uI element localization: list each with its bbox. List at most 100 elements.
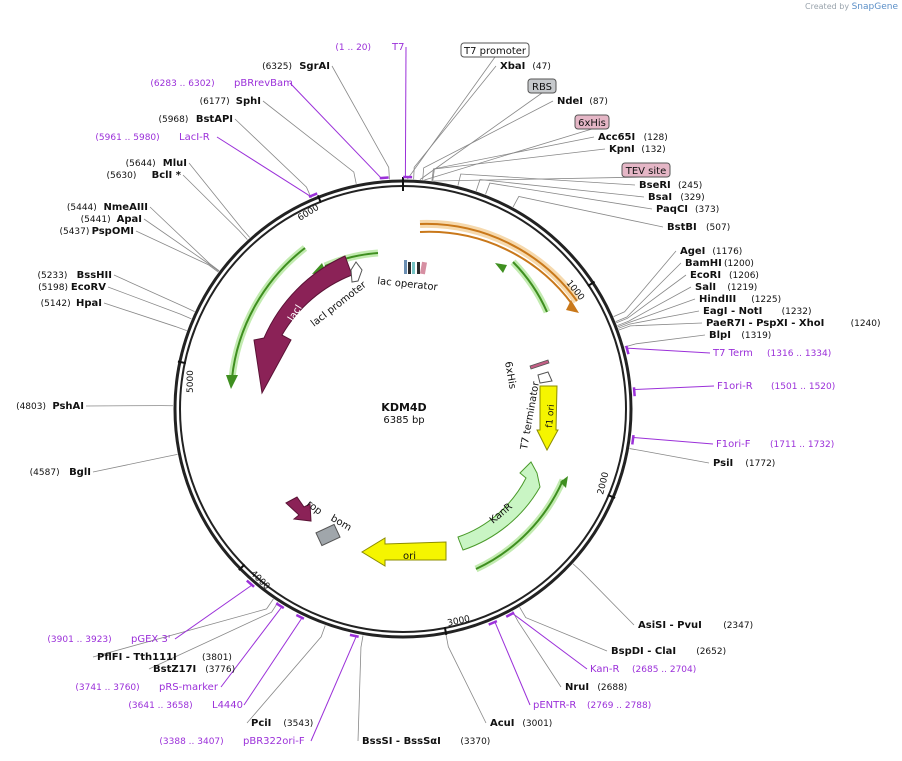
enzyme-agei[interactable]: AgeI(1176)	[680, 246, 742, 257]
enzyme-position: (4587)	[30, 468, 60, 478]
enzyme-asisi-pvui[interactable]: AsiSI - PvuI(2347)	[638, 620, 753, 631]
primer-f1ori-f[interactable]: (1711 .. 1732)F1ori-F	[716, 439, 834, 450]
enzyme-position: (5644)	[126, 159, 156, 169]
enzyme-bgli[interactable]: BglI (4587)	[30, 467, 91, 478]
enzyme-sphi[interactable]: SphI(6177)	[200, 96, 261, 107]
enzyme-ndei[interactable]: NdeI(87)	[557, 96, 608, 107]
primer-name: L4440	[212, 700, 243, 711]
enzyme-bstapi[interactable]: BstAPI(5968)	[158, 114, 233, 125]
primer-laci-r[interactable]: (5961 .. 5980)LacI-R	[95, 132, 209, 143]
enzyme-leader-blpi	[624, 334, 706, 348]
enzyme-bsai[interactable]: BsaI(329)	[648, 192, 705, 203]
ruler-tick-1000	[587, 280, 596, 287]
enzyme-sali[interactable]: SalI(1219)	[695, 282, 757, 293]
primer-range: (3641 .. 3658)	[128, 701, 192, 711]
enzyme-position: (1176)	[712, 247, 742, 257]
f1-ori-arrow[interactable]	[536, 385, 559, 452]
enzyme-leader-ecori	[616, 274, 687, 324]
enzyme-position: (1319)	[741, 331, 771, 341]
primer-pentr-r[interactable]: (2769 .. 2788) pENTR-R	[533, 700, 651, 711]
primer-range: (3388 .. 3407)	[159, 737, 223, 747]
boxed-feature-leader-6xhis	[424, 128, 593, 181]
enzyme-leader-bsshii	[113, 274, 195, 312]
enzyme-pflfi-tth111i[interactable]: PflFI - Tth111I(3801)	[97, 652, 232, 663]
plasmid-name: KDM4D	[381, 401, 426, 414]
primer-leader-pbr322ori-f	[310, 635, 358, 742]
enzyme-paqci[interactable]: PaqCI(373)	[656, 204, 719, 215]
kanr-arrow[interactable]	[457, 461, 541, 551]
enzyme-bamhi[interactable]: BamHI(1200)	[685, 258, 754, 269]
enzyme-eagi-noti[interactable]: EagI - NotI(1232)	[703, 306, 812, 317]
enzyme-name: BamHI	[685, 258, 722, 269]
primer-l4440[interactable]: (3641 .. 3658) L4440	[128, 700, 243, 711]
enzyme-kpni[interactable]: KpnI(132)	[609, 144, 666, 155]
snapgene-credit: Created by SnapGene	[805, 2, 898, 12]
enzyme-xbai[interactable]: XbaI(47)	[500, 61, 551, 72]
primer-pgex-3[interactable]: (3901 .. 3923)pGEX 3'	[47, 634, 170, 645]
enzyme-pspomi[interactable]: PspOMI(5437)	[59, 226, 134, 237]
enzyme-bseri[interactable]: BseRI(245)	[639, 180, 702, 191]
primer-range: (2769 .. 2788)	[587, 701, 651, 711]
primer-mark-l4440	[295, 613, 305, 620]
enzyme-position: (5142)	[41, 299, 71, 309]
enzyme-pcii[interactable]: PciI(3543)	[251, 718, 313, 729]
enzyme-psii[interactable]: PsiI(1772)	[713, 458, 775, 469]
enzyme-bcli[interactable]: BclI *(5630)	[106, 170, 181, 181]
enzyme-apai[interactable]: ApaI(5441)	[81, 214, 142, 225]
ori-arrow[interactable]	[361, 537, 447, 567]
laci-promoter-arrow	[350, 261, 363, 283]
rop-arrow[interactable]	[285, 496, 312, 522]
enzyme-paer7i-pspxi-xhoi[interactable]: PaeR7I - PspXI - XhoI(1240)	[706, 318, 881, 329]
ruler-label-5000: 5000	[186, 370, 196, 393]
enzyme-leader-nmeaiii	[149, 206, 220, 272]
enzyme-bstbi[interactable]: BstBI(507)	[667, 222, 730, 233]
primer-f1ori-r[interactable]: (1501 .. 1520)F1ori-R	[717, 381, 835, 392]
primer-name: pENTR-R	[533, 700, 576, 711]
bom-box[interactable]	[315, 523, 341, 547]
leader-lines	[85, 46, 715, 742]
enzyme-name: SphI	[236, 96, 261, 107]
enzyme-name: MluI	[163, 158, 187, 169]
enzyme-bsshii[interactable]: BssHII(5233)	[37, 270, 112, 281]
boxed-feature-leader-tev-site	[433, 176, 647, 182]
enzyme-acui[interactable]: AcuI(3001)	[490, 718, 552, 729]
tev-site-label: TEV site	[625, 166, 667, 177]
primer-pbr322ori-f[interactable]: (3388 .. 3407) pBR322ori-F	[159, 736, 304, 747]
t7-promoter-box[interactable]	[460, 42, 530, 58]
enzyme-blpi[interactable]: BlpI(1319)	[709, 330, 771, 341]
enzyme-ecorv[interactable]: EcoRV(5198)	[38, 282, 106, 293]
primer-t7-term[interactable]: (1316 .. 1334)T7 Term	[712, 348, 831, 359]
primer-kan-r[interactable]: (2685 .. 2704)Kan-R	[590, 664, 696, 675]
laci-feature-arc[interactable]	[253, 255, 353, 395]
enzyme-position: (4803)	[16, 402, 46, 412]
enzyme-nrui[interactable]: NruI(2688)	[565, 682, 627, 693]
primer-prs-marker[interactable]: (3741 .. 3760)pRS-marker	[75, 682, 218, 693]
his-tag-box[interactable]	[574, 114, 610, 130]
enzyme-hpai[interactable]: HpaI (5142)	[41, 298, 102, 309]
enzyme-position: (2652)	[696, 647, 726, 657]
enzyme-sgrai[interactable]: SgrAI(6325)	[262, 61, 330, 72]
enzyme-position: (2688)	[597, 683, 627, 693]
enzyme-name: HpaI	[76, 298, 102, 309]
enzyme-name: Acc65I	[598, 132, 635, 143]
enzyme-bspdi-clai[interactable]: BspDI - ClaI(2652)	[611, 646, 726, 657]
enzyme-name: BglI	[69, 467, 91, 478]
rbs-box[interactable]	[527, 78, 557, 94]
enzyme-name: BsaI	[648, 192, 672, 203]
enzyme-bstz17i[interactable]: BstZ17I(3776)	[153, 664, 235, 675]
primer-t7[interactable]: (1 .. 20)T7	[335, 42, 404, 53]
ruler-tick-6000	[317, 194, 322, 204]
enzyme-mlui[interactable]: MluI (5644)	[126, 158, 187, 169]
enzyme-bsssi-bsss-i[interactable]: BssSI - BssSαI(3370)	[362, 736, 490, 747]
enzyme-name: BstZ17I	[153, 664, 196, 675]
enzyme-acc65i[interactable]: Acc65I(128)	[598, 132, 668, 143]
enzyme-position: (3543)	[283, 719, 313, 729]
enzyme-nmeaiii[interactable]: NmeAIII(5444)	[67, 202, 148, 213]
enzyme-pshai[interactable]: PshAI(4803)	[16, 401, 84, 412]
primer-name: pBR322ori-F	[243, 736, 305, 747]
enzyme-hindiii[interactable]: HindIII(1225)	[699, 294, 781, 305]
ruler-tick-5000	[177, 360, 186, 365]
enzyme-ecori[interactable]: EcoRI(1206)	[690, 270, 759, 281]
primer-pbrrevbam[interactable]: (6283 .. 6302)pBRrevBam	[150, 78, 292, 89]
tev-site-box[interactable]	[621, 162, 671, 178]
